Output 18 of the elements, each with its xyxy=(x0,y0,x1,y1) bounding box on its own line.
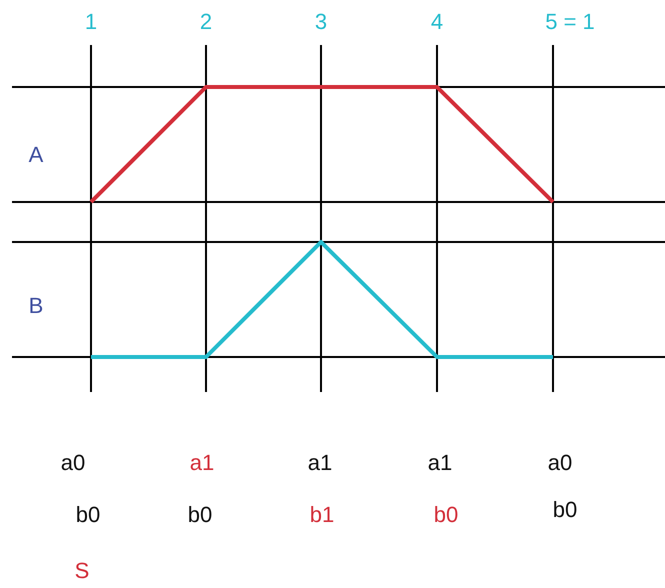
state-label: a1 xyxy=(190,452,214,474)
state-label: a0 xyxy=(548,452,572,474)
state-label: b1 xyxy=(310,504,334,526)
state-label: b0 xyxy=(188,504,212,526)
cylinder-label: B xyxy=(28,295,44,317)
step-number: 5 = 1 xyxy=(545,11,595,33)
state-label: b0 xyxy=(434,504,458,526)
state-label: a1 xyxy=(308,452,332,474)
start-label: S xyxy=(74,560,90,582)
step-number: 1 xyxy=(84,11,98,33)
cylinder-label: A xyxy=(28,144,44,166)
state-label: b0 xyxy=(552,499,578,521)
state-label: a1 xyxy=(428,452,452,474)
step-number: 3 xyxy=(314,11,328,33)
step-number: 4 xyxy=(430,11,444,33)
state-label: a0 xyxy=(60,452,86,474)
state-label: b0 xyxy=(76,504,100,526)
step-number: 2 xyxy=(200,11,212,33)
